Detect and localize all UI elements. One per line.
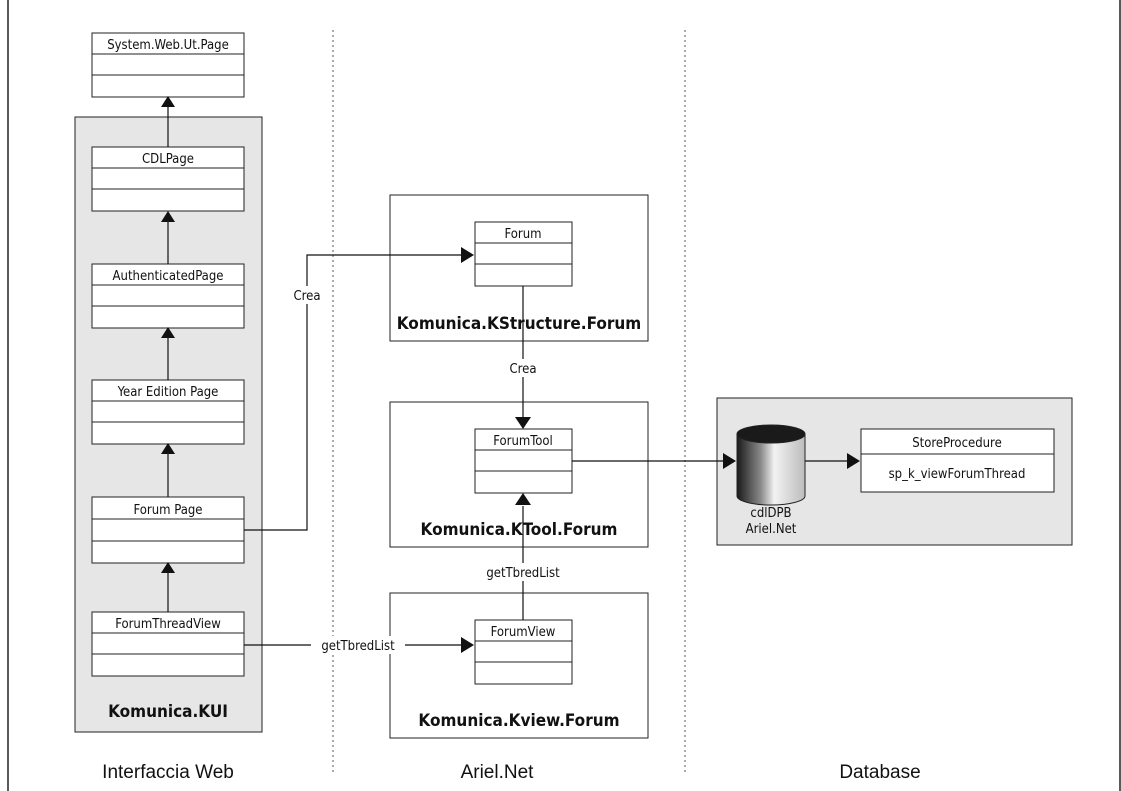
association-label-get-list-tool: getTbredList	[486, 566, 560, 581]
association-label-get-list-view: getTbredList	[321, 639, 395, 654]
database-cylinder-icon	[736, 424, 806, 506]
class-system-page	[91, 32, 245, 98]
database-name-line2: Ariel.Net	[746, 522, 797, 537]
class-forum-view-name: ForumView	[491, 625, 556, 640]
arrowhead-right-icon	[847, 453, 860, 469]
arrowhead-up-icon	[161, 211, 175, 222]
label-bg	[476, 563, 570, 581]
class-authenticated-page-name: AuthenticatedPage	[113, 269, 224, 284]
class-forum-page-name: Forum Page	[133, 503, 202, 518]
class-store-procedure	[860, 428, 1055, 493]
column-label-database: Database	[839, 762, 920, 783]
inheritance-arrowheads	[161, 96, 175, 573]
class-forum	[474, 221, 573, 287]
class-year-edition-page	[91, 379, 245, 445]
association-label-crea-forum: Crea	[293, 289, 320, 304]
class-forum-thread-view	[91, 611, 245, 677]
class-forum-tool-name: ForumTool	[493, 434, 553, 449]
package-kui-name: Komunica.KUI	[108, 702, 228, 722]
column-label-web: Interfaccia Web	[102, 762, 234, 783]
class-forum-tool	[474, 428, 573, 494]
package-kstructure-name: Komunica.KStructure.Forum	[397, 314, 641, 334]
arrowhead-right-icon	[723, 453, 736, 469]
label-bg	[311, 636, 405, 654]
class-authenticated-page	[91, 263, 245, 329]
arrowhead-right-icon	[461, 637, 474, 653]
store-procedure-operation: sp_k_viewForumThread	[889, 467, 1026, 482]
class-forum-page	[91, 496, 245, 564]
label-bg	[283, 286, 331, 304]
class-year-edition-page-name: Year Edition Page	[117, 385, 219, 400]
arrowhead-up-icon	[161, 96, 175, 107]
arrowhead-right-icon	[461, 247, 474, 263]
database-name-line1: cdlDPB	[750, 506, 791, 521]
class-cdl-page	[91, 146, 245, 212]
arrowhead-up-icon	[161, 327, 175, 338]
class-forum-thread-view-name: ForumThreadView	[115, 617, 221, 632]
column-label-ariel: Ariel.Net	[461, 762, 535, 783]
class-forum-view	[474, 619, 573, 685]
class-store-procedure-name: StoreProcedure	[912, 436, 1002, 451]
arrowhead-up-icon	[161, 443, 175, 454]
arrowhead-up-icon	[515, 493, 531, 505]
class-cdl-page-name: CDLPage	[142, 152, 194, 167]
class-forum-name: Forum	[504, 227, 541, 242]
class-system-page-name: System.Web.Ut.Page	[107, 38, 229, 53]
package-kview-name: Komunica.Kview.Forum	[418, 711, 619, 731]
package-ktool-name: Komunica.KTool.Forum	[421, 520, 618, 540]
association-label-crea-tool: Crea	[509, 362, 536, 377]
association-arrowheads	[461, 247, 860, 653]
label-bg	[499, 359, 547, 377]
arrowhead-up-icon	[161, 562, 175, 573]
arrowhead-down-icon	[515, 417, 531, 429]
